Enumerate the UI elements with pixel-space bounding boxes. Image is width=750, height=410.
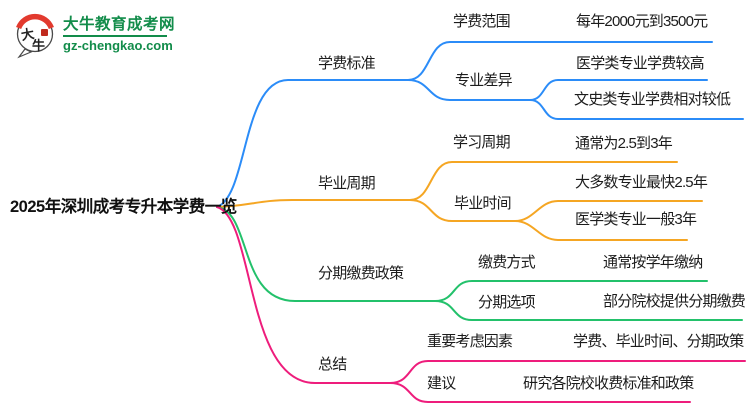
logo-divider — [63, 35, 167, 37]
logo-text-block: 大牛教育成考网 gz-chengkao.com — [63, 15, 175, 53]
branch1-leaf1-line — [529, 79, 708, 101]
node-tuition-range-value: 每年2000元到3500元 — [576, 13, 708, 30]
logo-char-2: 牛 — [32, 38, 45, 53]
branch4-sub1-line — [389, 360, 746, 384]
branch1-sub1-line — [407, 41, 713, 81]
node-major-difference: 专业差异 — [455, 72, 513, 89]
logo-red-arc — [16, 13, 54, 30]
node-suggestion: 建议 — [427, 375, 456, 392]
logo-char-1: 大 — [20, 26, 35, 43]
branch3-main-line — [216, 206, 436, 302]
branch2-main-line — [216, 199, 411, 208]
branch3-sub1-line — [434, 280, 708, 302]
node-key-factors-value: 学费、毕业时间、分期政策 — [573, 333, 744, 350]
branch1-main-line — [216, 79, 409, 208]
node-payment-method-value: 通常按学年缴纳 — [603, 254, 703, 271]
branch1-sub2-line — [407, 79, 531, 101]
node-fastest-2-5-years: 大多数专业最快2.5年 — [575, 174, 708, 191]
branch2-sub2-line — [409, 199, 516, 222]
branch4-sub2-line — [389, 382, 691, 403]
node-liberal-arts-lower-fee: 文史类专业学费相对较低 — [574, 91, 731, 108]
branch2-leaf2-line — [514, 220, 688, 241]
branch2-sub1-line — [409, 161, 678, 201]
branch2-leaf1-line — [514, 200, 703, 222]
root-node: 2025年深圳成考专升本学费一览 — [10, 198, 237, 216]
node-installment-value: 部分院校提供分期缴费 — [603, 293, 746, 310]
node-installment-option: 分期选项 — [478, 294, 536, 311]
node-medical-higher-fee: 医学类专业学费较高 — [576, 55, 705, 72]
logo-seal — [41, 29, 48, 36]
branch3-sub2-line — [434, 300, 743, 321]
node-payment-method: 缴费方式 — [478, 254, 536, 271]
node-graduation-time: 毕业时间 — [454, 195, 512, 212]
node-key-factors: 重要考虑因素 — [427, 333, 513, 350]
node-graduation-cycle: 毕业周期 — [318, 175, 376, 192]
node-installment-policy: 分期缴费政策 — [318, 265, 404, 282]
node-study-period-value: 通常为2.5到3年 — [575, 135, 673, 152]
logo-domain: gz-chengkao.com — [63, 38, 173, 53]
node-study-period: 学习周期 — [453, 134, 511, 151]
logo-icon: 大 牛 — [16, 13, 54, 59]
branch4-main-line — [216, 206, 391, 384]
node-summary: 总结 — [318, 356, 347, 373]
site-logo: 大 牛 大牛教育成考网 gz-chengkao.com — [12, 9, 175, 59]
node-tuition-range: 学费范围 — [453, 13, 511, 30]
branch1-leaf2-line — [529, 99, 744, 120]
logo-brand-name: 大牛教育成考网 — [63, 16, 176, 33]
node-tuition-standard: 学费标准 — [318, 55, 376, 72]
node-suggestion-value: 研究各院校收费标准和政策 — [523, 375, 694, 392]
node-medical-3-years: 医学类专业一般3年 — [575, 211, 697, 228]
